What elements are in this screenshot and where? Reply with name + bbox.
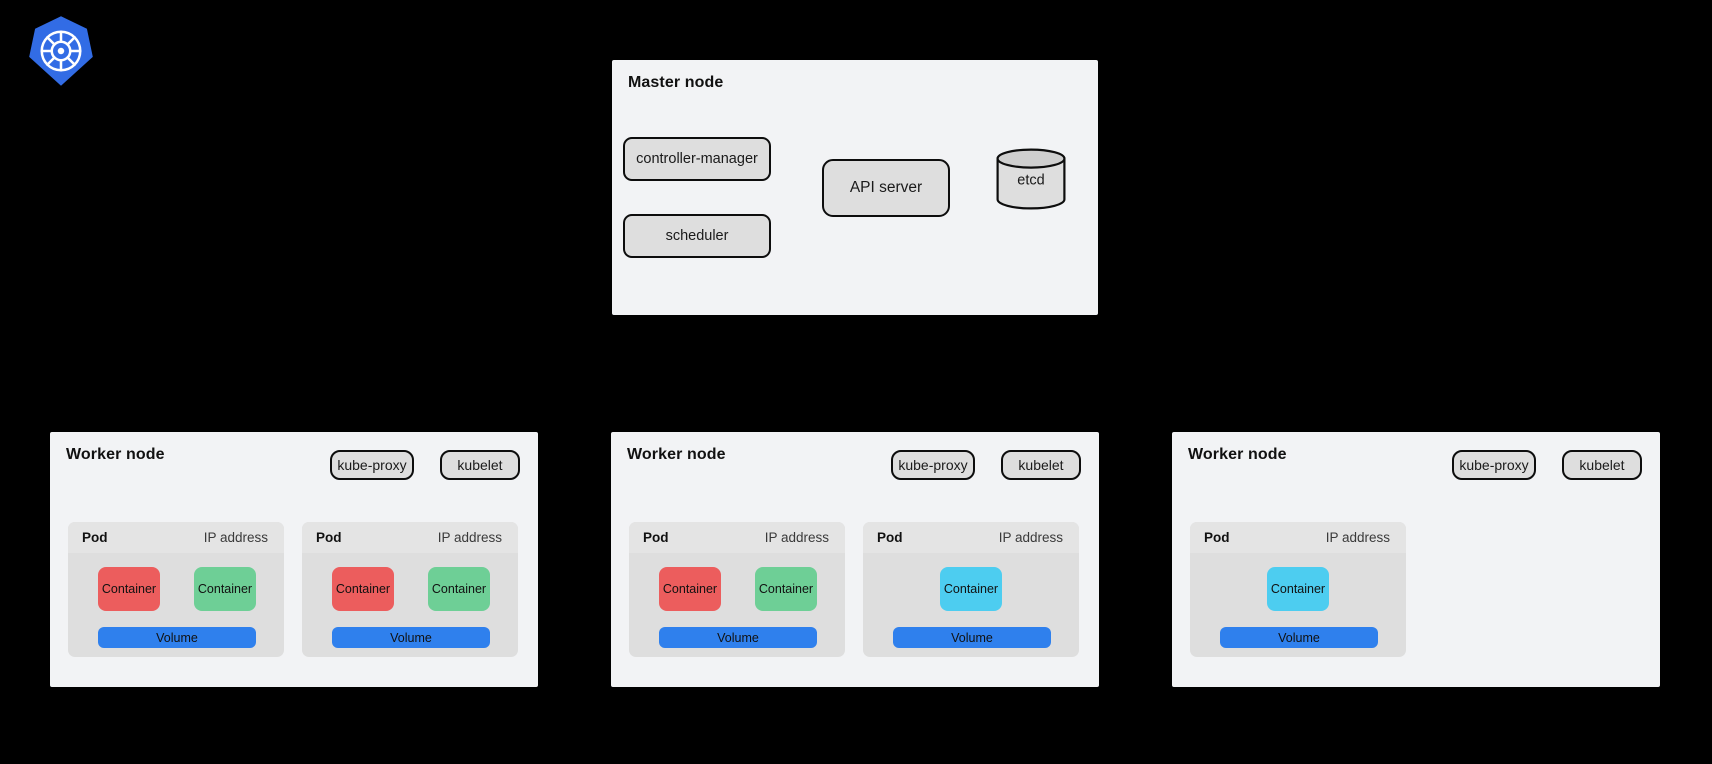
kube-proxy-box[interactable]: kube-proxy bbox=[330, 450, 414, 480]
volume-bar[interactable]: Volume bbox=[332, 627, 490, 648]
pod-label: Pod bbox=[82, 530, 108, 545]
pod-header: Pod IP address bbox=[1190, 522, 1406, 553]
volume-bar[interactable]: Volume bbox=[659, 627, 817, 648]
container-box[interactable]: Container bbox=[428, 567, 490, 611]
kubelet-box[interactable]: kubelet bbox=[1562, 450, 1642, 480]
scheduler-box[interactable]: scheduler bbox=[623, 214, 771, 258]
worker-node-title: Worker node bbox=[1188, 446, 1287, 463]
container-box[interactable]: Container bbox=[940, 567, 1002, 611]
pod-header: Pod IP address bbox=[302, 522, 518, 553]
controller-manager-box[interactable]: controller-manager bbox=[623, 137, 771, 181]
pod-label: Pod bbox=[1204, 530, 1230, 545]
pod-label: Pod bbox=[316, 530, 342, 545]
container-box[interactable]: Container bbox=[332, 567, 394, 611]
master-node-title: Master node bbox=[628, 74, 724, 91]
pod-ip-address: IP address bbox=[998, 530, 1063, 545]
kube-proxy-box[interactable]: kube-proxy bbox=[1452, 450, 1536, 480]
volume-bar[interactable]: Volume bbox=[98, 627, 256, 648]
container-box[interactable]: Container bbox=[659, 567, 721, 611]
container-box[interactable]: Container bbox=[755, 567, 817, 611]
pod-ip-address: IP address bbox=[1325, 530, 1390, 545]
volume-bar[interactable]: Volume bbox=[893, 627, 1051, 648]
container-box[interactable]: Container bbox=[98, 567, 160, 611]
pod-label: Pod bbox=[877, 530, 903, 545]
pod-label: Pod bbox=[643, 530, 669, 545]
container-box[interactable]: Container bbox=[1267, 567, 1329, 611]
kubelet-box[interactable]: kubelet bbox=[1001, 450, 1081, 480]
pod-header: Pod IP address bbox=[68, 522, 284, 553]
pod-ip-address: IP address bbox=[437, 530, 502, 545]
etcd-cylinder[interactable]: etcd bbox=[996, 148, 1066, 210]
pod-header: Pod IP address bbox=[629, 522, 845, 553]
worker-node-title: Worker node bbox=[66, 446, 165, 463]
volume-bar[interactable]: Volume bbox=[1220, 627, 1378, 648]
api-server-box[interactable]: API server bbox=[822, 159, 950, 217]
pod-ip-address: IP address bbox=[203, 530, 268, 545]
worker-node-title: Worker node bbox=[627, 446, 726, 463]
container-box[interactable]: Container bbox=[194, 567, 256, 611]
pod-header: Pod IP address bbox=[863, 522, 1079, 553]
kubernetes-logo bbox=[24, 14, 98, 88]
pod-ip-address: IP address bbox=[764, 530, 829, 545]
kube-proxy-box[interactable]: kube-proxy bbox=[891, 450, 975, 480]
kubelet-box[interactable]: kubelet bbox=[440, 450, 520, 480]
